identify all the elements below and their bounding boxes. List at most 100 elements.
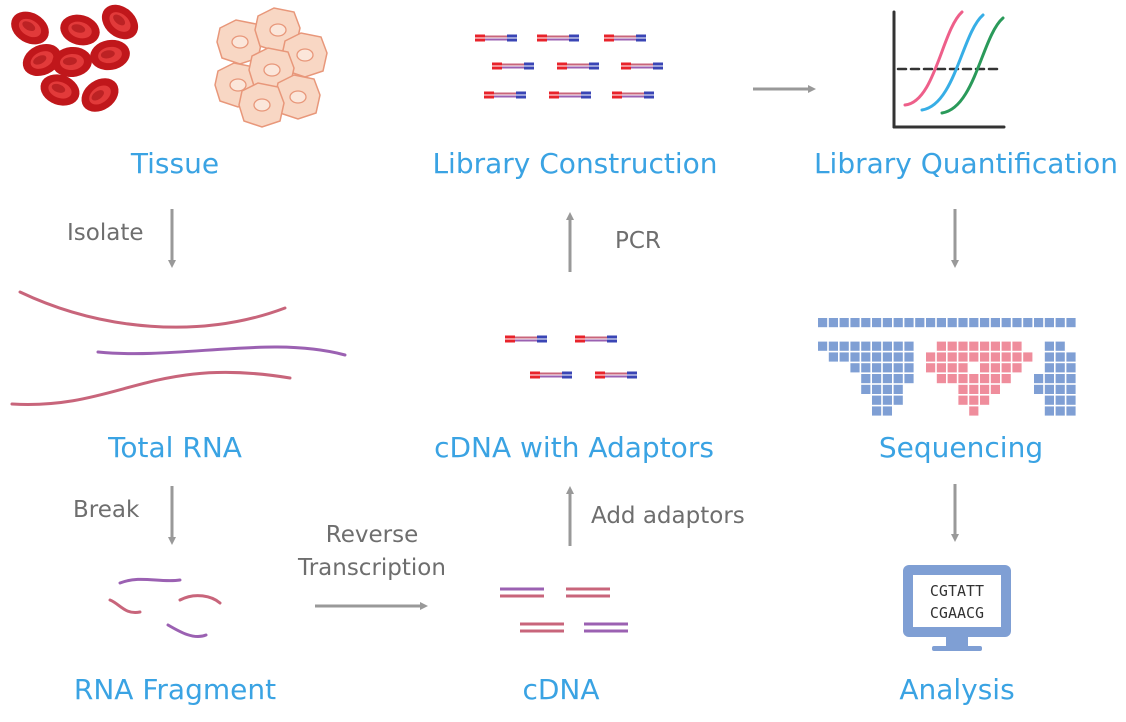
seq-read-cell-blue <box>1034 318 1044 328</box>
seq-read-cell-blue <box>893 374 903 384</box>
seq-read-cell-blue <box>893 352 903 362</box>
seq-read-cell-blue <box>882 352 892 362</box>
seq-read-cell-pink <box>958 374 968 384</box>
seq-read-cell-blue <box>882 406 892 416</box>
seq-read-cell-blue <box>1055 406 1065 416</box>
seq-read-cell-pink <box>990 374 1000 384</box>
stage-total-rna: Total RNA <box>108 431 242 464</box>
seq-read-cell-pink <box>936 363 946 373</box>
seq-read-cell-blue <box>1055 352 1065 362</box>
seq-read-cell-blue <box>904 318 914 328</box>
seq-read-cell-blue <box>936 318 946 328</box>
seq-read-cell-blue <box>850 318 860 328</box>
seq-read-cell-blue <box>872 341 882 351</box>
seq-read-cell-blue <box>1055 341 1065 351</box>
seq-read-cell-blue <box>828 318 838 328</box>
flow-arrows <box>168 85 959 610</box>
seq-read-cell-blue <box>872 352 882 362</box>
seq-read-cell-blue <box>1044 374 1054 384</box>
seq-read-cell-blue <box>893 384 903 394</box>
seq-read-cell-pink <box>969 341 979 351</box>
seq-read-cell-blue <box>1066 406 1076 416</box>
seq-read-cell-pink <box>1001 341 1011 351</box>
seq-read-cell-blue <box>850 341 860 351</box>
seq-read-cell-blue <box>818 318 828 328</box>
seq-read-cell-pink <box>926 352 936 362</box>
total-rna-strands <box>10 290 347 406</box>
seq-read-cell-blue <box>980 318 990 328</box>
seq-read-cell-blue <box>872 318 882 328</box>
seq-read-cell-pink <box>1001 363 1011 373</box>
seq-read-cell-pink <box>990 384 1000 394</box>
monitor-line-1: CGTATT <box>929 582 985 600</box>
seq-read-cell-blue <box>850 363 860 373</box>
seq-read-cell-pink <box>958 363 968 373</box>
seq-read-cell-blue <box>861 341 871 351</box>
seq-read-cell-blue <box>872 384 882 394</box>
seq-read-cell-blue <box>904 374 914 384</box>
seq-read-cell-blue <box>1044 352 1054 362</box>
seq-read-cell-pink <box>1001 374 1011 384</box>
seq-read-cell-blue <box>872 374 882 384</box>
seq-read-cell-blue <box>1066 318 1076 328</box>
stage-analysis: Analysis <box>899 673 1015 706</box>
seq-read-cell-blue <box>893 341 903 351</box>
seq-read-cell-blue <box>893 395 903 405</box>
seq-read-cell-pink <box>958 384 968 394</box>
seq-read-cell-blue <box>850 352 860 362</box>
seq-read-cell-pink <box>936 352 946 362</box>
seq-read-cell-pink <box>969 384 979 394</box>
seq-read-cell-pink <box>980 395 990 405</box>
seq-read-cell-pink <box>1001 352 1011 362</box>
seq-read-cell-pink <box>947 341 957 351</box>
amplification-curve-chart-icon <box>892 10 1006 129</box>
seq-read-cell-blue <box>882 395 892 405</box>
seq-read-cell-blue <box>872 363 882 373</box>
seq-read-cell-blue <box>1044 384 1054 394</box>
step-reverse-transcription: Reverse Transcription <box>298 519 446 586</box>
seq-read-cell-blue <box>1055 395 1065 405</box>
seq-read-cell-pink <box>980 384 990 394</box>
stage-cdna: cDNA <box>522 673 600 706</box>
step-reverse-line: Reverse <box>325 522 419 548</box>
seq-read-cell-blue <box>872 395 882 405</box>
seq-read-cell-blue <box>915 318 925 328</box>
seq-read-cell-blue <box>1044 363 1054 373</box>
stage-cdna-with-adaptors: cDNA with Adaptors <box>434 431 714 464</box>
seq-read-cell-blue <box>1023 318 1033 328</box>
seq-read-cell-blue <box>1066 384 1076 394</box>
seq-read-cell-pink <box>1023 352 1033 362</box>
seq-read-cell-pink <box>980 363 990 373</box>
seq-read-cell-blue <box>839 352 849 362</box>
seq-read-cell-blue <box>1034 384 1044 394</box>
tissue-cells-icon <box>214 7 328 128</box>
seq-read-cell-pink <box>980 352 990 362</box>
cdna-strands <box>500 587 628 633</box>
seq-read-cell-blue <box>1055 363 1065 373</box>
seq-read-cell-blue <box>861 318 871 328</box>
seq-read-cell-blue <box>882 374 892 384</box>
seq-read-cell-blue <box>904 363 914 373</box>
seq-read-cell-blue <box>1044 406 1054 416</box>
monitor-icon <box>903 565 1011 651</box>
seq-read-cell-blue <box>1066 395 1076 405</box>
monitor-sequence-text: CGTATT CGAACG <box>913 580 1001 624</box>
seq-read-cell-pink <box>969 406 979 416</box>
seq-read-cell-pink <box>990 363 1000 373</box>
stage-tissue: Tissue <box>130 147 220 180</box>
seq-read-cell-blue <box>990 318 1000 328</box>
seq-read-cell-blue <box>1055 384 1065 394</box>
seq-read-cell-blue <box>969 318 979 328</box>
seq-read-cell-pink <box>990 341 1000 351</box>
seq-read-cell-blue <box>947 318 957 328</box>
seq-read-cell-blue <box>861 352 871 362</box>
stage-library-construction: Library Construction <box>432 147 718 180</box>
seq-read-cell-blue <box>1055 374 1065 384</box>
library-fragments <box>475 34 663 99</box>
step-add-adaptors: Add adaptors <box>591 503 745 529</box>
seq-read-cell-blue <box>1034 374 1044 384</box>
rna-fragments <box>108 577 222 639</box>
seq-read-cell-blue <box>882 341 892 351</box>
